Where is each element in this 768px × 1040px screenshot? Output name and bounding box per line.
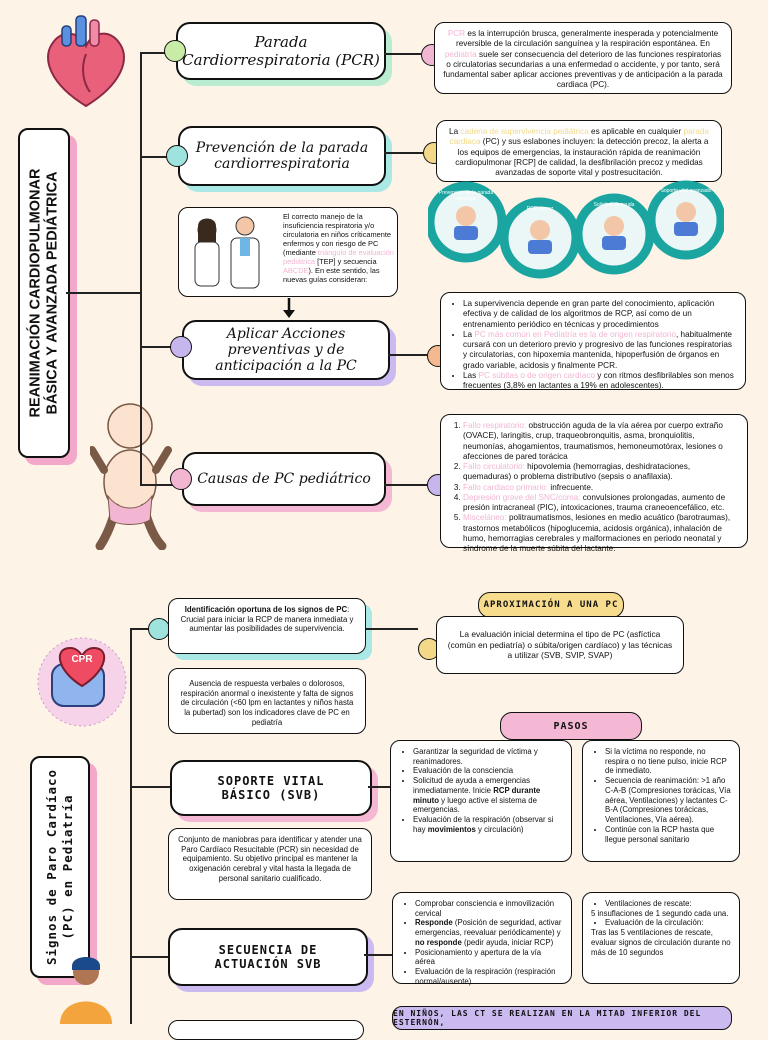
section1-title-line2: BÁSICA Y AVANZADA PEDIÁTRICA (44, 171, 61, 415)
branch-line (384, 53, 422, 55)
node-causas-label: Causas de PC pediátrico (197, 471, 371, 487)
aproximacion-tag: APROXIMACIÓN A UNA PC (478, 592, 624, 618)
pasos-right: Si la víctima no responde, no respira o … (582, 740, 740, 862)
branch-line (130, 956, 170, 958)
aplicar-list: La supervivencia depende en gran parte d… (440, 292, 746, 390)
node-prevencion-label: Prevención de la parada cardiorrespirato… (195, 140, 369, 172)
node-svb[interactable]: SOPORTE VITAL BÁSICO (SVB) (170, 760, 372, 816)
signos-box: Ausencia de respuesta verbales o doloros… (168, 668, 366, 734)
node-pcr-label: Parada Cardiorrespiratoria (PCR) (182, 33, 380, 69)
section2-title-line1: Signos de Paro Cardíaco (44, 768, 59, 966)
chain-label-1: Prevención de la parada cardíaca (438, 190, 494, 202)
branch-line (366, 628, 418, 630)
branch-line (140, 156, 176, 158)
secuencia-left: Comprobar consciencia e inmovilización c… (392, 892, 572, 986)
node-aplicar[interactable]: Aplicar Acciones preventivas y de antici… (182, 320, 390, 380)
node-secuencia[interactable]: SECUENCIA DE ACTUACIÓN SVB (168, 928, 368, 986)
section1-title-line1: REANIMACIÓN CARDIOPULMONAR (27, 168, 44, 418)
pasos-tag: PASOS (500, 712, 642, 740)
node-secuencia-label: SECUENCIA DE ACTUACIÓN SVB (214, 943, 322, 971)
baby-icon (90, 403, 172, 550)
prevencion-text: La cadena de supervivencia pediátrica es… (436, 120, 722, 182)
cpr-badge-label: CPR (71, 654, 93, 665)
secuencia-right: Ventilaciones de rescate: 5 insuflacione… (582, 892, 740, 984)
branch-line (384, 152, 424, 154)
node-prevencion[interactable]: Prevención de la parada cardiorrespirato… (178, 126, 386, 186)
cpr-device-icon: CPR (34, 634, 130, 730)
branch-line (140, 52, 176, 54)
identificacion-box: Identificación oportuna de los signos de… (168, 598, 366, 654)
connector-dot (164, 40, 186, 62)
branch-line (368, 786, 390, 788)
bottom-banner: EN NIÑOS, LAS CT SE REALIZAN EN LA MITAD… (392, 1006, 732, 1030)
branch-line (140, 484, 176, 486)
node-aplicar-label: Aplicar Acciones preventivas y de antici… (215, 326, 357, 374)
connector-dot (170, 468, 192, 490)
branch-line (364, 954, 392, 956)
svb-text: Conjunto de maniobras para identificar y… (168, 828, 372, 900)
connector-dot (166, 145, 188, 167)
chain-of-survival: Prevención de la parada cardíaca RCP pre… (425, 178, 726, 282)
branch-line (66, 292, 140, 294)
branch-line (140, 346, 176, 348)
connector-dot (148, 618, 170, 640)
section2-title-line2: (PC) en Pediatría (60, 794, 75, 940)
chain-label-4: Soporte vital avanzado (660, 188, 712, 194)
trunk-line-2 (130, 628, 132, 1024)
chain-label-2: RCP precoz (526, 206, 554, 212)
node-pcr[interactable]: Parada Cardiorrespiratoria (PCR) (176, 22, 386, 80)
pcr-definition: PCR es la interrupción brusca, generalme… (434, 22, 732, 94)
connector-dot (170, 336, 192, 358)
chain-label-3: Solicitud de ayuda (593, 202, 635, 208)
bottom-node-stub (168, 1020, 364, 1040)
section1-title: REANIMACIÓN CARDIOPULMONAR BÁSICA Y AVAN… (18, 128, 70, 458)
manejo-box: El correcto manejo de la insuficiencia r… (178, 207, 398, 297)
heart-icon (47, 15, 125, 108)
node-causas[interactable]: Causas de PC pediátrico (182, 452, 386, 506)
section2-title: Signos de Paro Cardíaco (PC) en Pediatrí… (30, 756, 90, 978)
doctors-icon (194, 216, 260, 289)
node-svb-label: SOPORTE VITAL BÁSICO (SVB) (217, 774, 325, 802)
branch-line (130, 628, 150, 630)
arrow-down-icon (283, 298, 295, 318)
branch-line (388, 354, 428, 356)
branch-line (130, 786, 170, 788)
pasos-left: Garantizar la seguridad de víctima y rea… (390, 740, 572, 862)
causas-list: Fallo respiratorio: obstrucción aguda de… (440, 414, 748, 553)
aproximacion-text: La evaluación inicial determina el tipo … (436, 616, 684, 674)
branch-line (384, 484, 428, 486)
trunk-line-1 (140, 52, 142, 484)
person-icon (60, 957, 112, 1024)
